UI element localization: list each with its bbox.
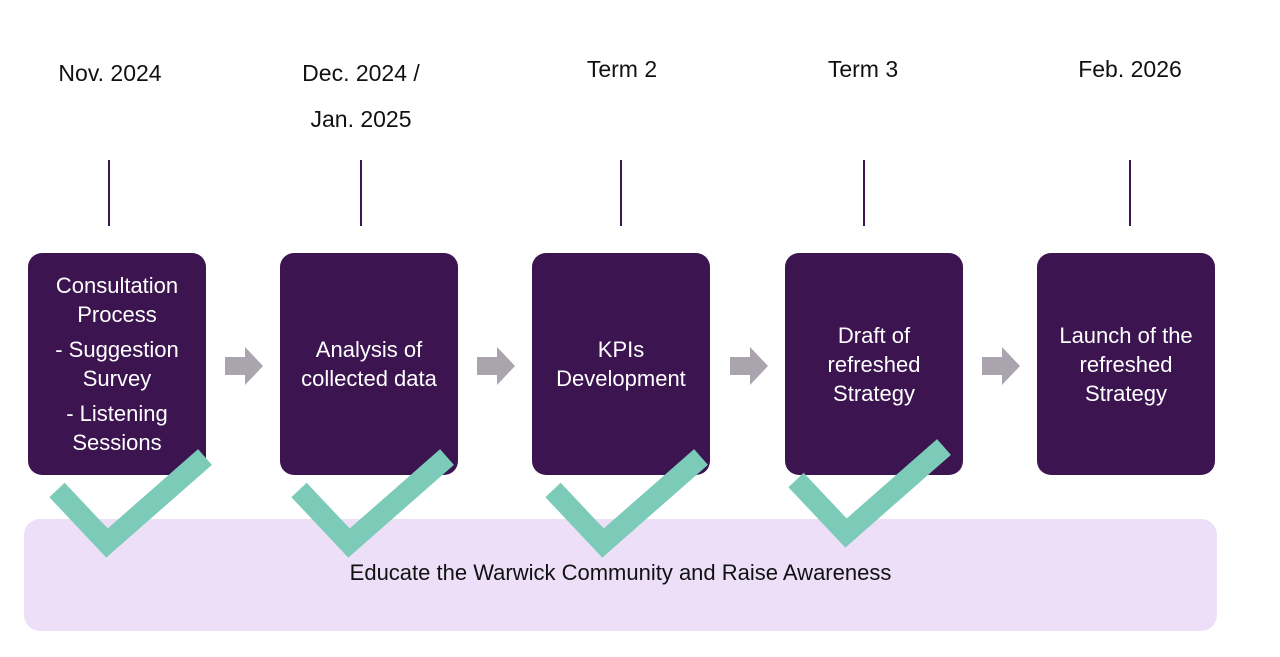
stage-box-analysis: Analysis of collected data bbox=[280, 253, 458, 475]
stage-box-kpis: KPIs Development bbox=[532, 253, 710, 475]
date-label-1: Nov. 2024 bbox=[58, 60, 162, 86]
stage-text: Analysis of collected data bbox=[301, 337, 437, 391]
connector-line bbox=[108, 160, 110, 226]
stage-text: Launch of the refreshed Strategy bbox=[1059, 322, 1193, 406]
date-label-3: Term 2 bbox=[586, 56, 658, 82]
stage-box-consultation: Consultation Process - Suggestion Survey… bbox=[28, 253, 206, 475]
stage-text: - Listening Sessions bbox=[66, 401, 168, 455]
arrow-right-icon bbox=[730, 347, 768, 385]
arrow-right-icon bbox=[982, 347, 1020, 385]
connector-line bbox=[863, 160, 865, 226]
date-label-4: Term 3 bbox=[827, 56, 899, 82]
arrow-right-icon bbox=[225, 347, 263, 385]
date-label-2: Dec. 2024 /Jan. 2025 bbox=[302, 60, 420, 132]
connector-line bbox=[620, 160, 622, 226]
date-label-5: Feb. 2026 bbox=[1078, 56, 1182, 82]
stage-text: Consultation Process bbox=[55, 273, 179, 327]
connector-line bbox=[1129, 160, 1131, 226]
stage-box-launch: Launch of the refreshed Strategy bbox=[1037, 253, 1215, 475]
stage-text: KPIs Development bbox=[556, 337, 686, 391]
stage-text: - Suggestion Survey bbox=[55, 337, 179, 391]
arrow-right-icon bbox=[477, 347, 515, 385]
stage-box-draft: Draft of refreshed Strategy bbox=[785, 253, 963, 475]
stage-text: Draft of refreshed Strategy bbox=[827, 322, 921, 406]
awareness-band-text: Educate the Warwick Community and Raise … bbox=[349, 560, 892, 585]
connector-line bbox=[360, 160, 362, 226]
